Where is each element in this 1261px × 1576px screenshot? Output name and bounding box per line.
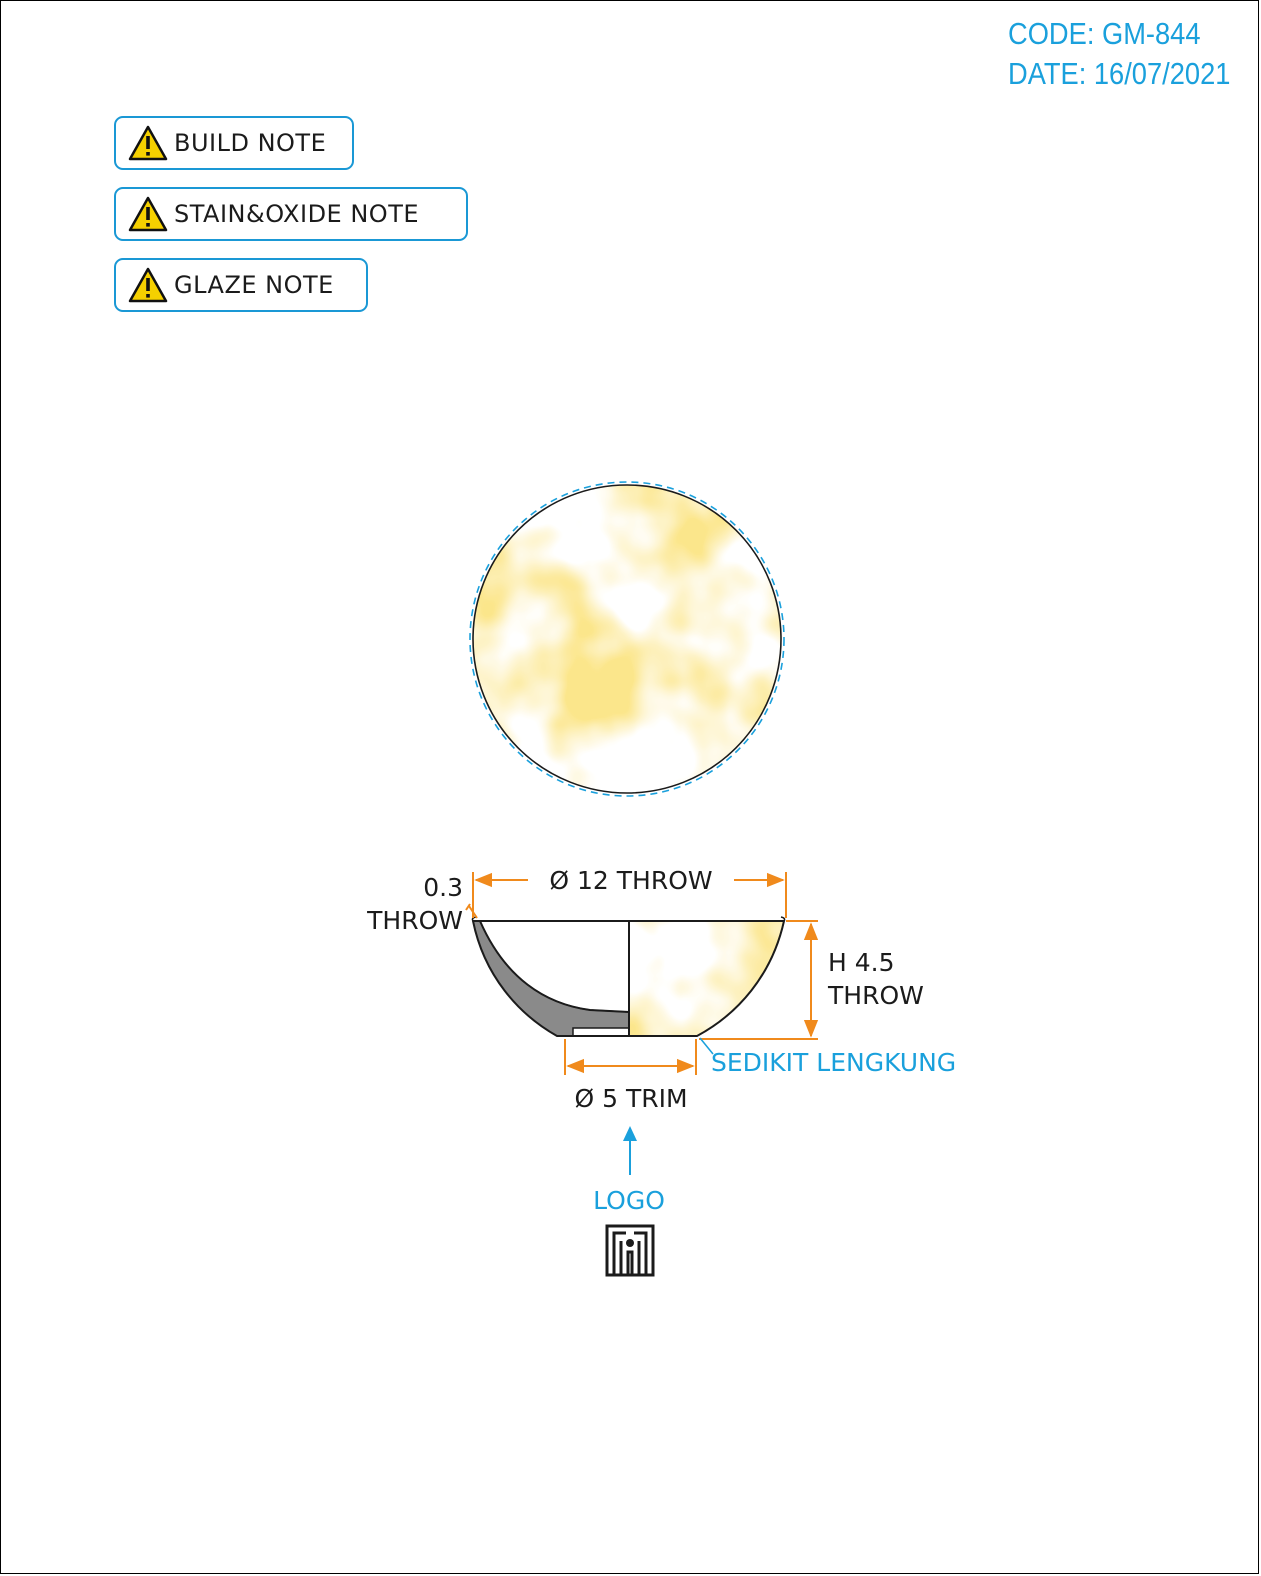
exterior-glaze-texture	[629, 921, 784, 1036]
stain-oxide-note-label: STAIN&OXIDE NOTE	[174, 200, 420, 228]
warning-icon	[128, 125, 168, 161]
build-note-button[interactable]: BUILD NOTE	[114, 116, 354, 170]
logo-label: LOGO	[593, 1186, 665, 1215]
stain-oxide-note-button[interactable]: STAIN&OXIDE NOTE	[114, 187, 468, 241]
glaze-mottle-texture	[473, 485, 781, 793]
maker-mark-icon	[605, 1224, 655, 1277]
arrow-up-icon	[623, 1126, 637, 1141]
dimension-diameter: Ø 12 THROW	[472, 866, 787, 918]
build-note-label: BUILD NOTE	[174, 129, 327, 157]
foot-label: Ø 5 TRIM	[574, 1084, 687, 1113]
glaze-note-button[interactable]: GLAZE NOTE	[114, 258, 368, 312]
product-code: CODE: GM-844	[1008, 16, 1201, 51]
diameter-label: Ø 12 THROW	[549, 866, 712, 895]
height-value: H 4.5	[828, 948, 895, 977]
foot-note-callout: SEDIKIT LENGKUNG	[699, 1037, 956, 1077]
interior-profile	[479, 920, 630, 1013]
dimension-thickness: 0.3 THROW	[366, 873, 478, 935]
height-method: THROW	[827, 981, 924, 1010]
top-view	[469, 481, 785, 797]
foot-note-label: SEDIKIT LENGKUNG	[711, 1048, 956, 1077]
glaze-note-label: GLAZE NOTE	[174, 271, 334, 299]
dimension-height: H 4.5 THROW	[699, 920, 924, 1040]
drawing-date: DATE: 16/07/2021	[1008, 56, 1231, 91]
warning-icon	[128, 196, 168, 232]
wall-section	[472, 920, 630, 1037]
outline-dashed-circle	[469, 481, 785, 797]
thickness-value: 0.3	[423, 873, 463, 902]
dimension-foot: Ø 5 TRIM	[564, 1039, 697, 1113]
header-info: CODE: GM-844 DATE: 16/07/2021	[1008, 14, 1230, 94]
foot-ring-section	[572, 1027, 630, 1037]
exterior-profile	[629, 920, 786, 1037]
top-view-rim	[472, 484, 782, 794]
thickness-method: THROW	[366, 906, 463, 935]
warning-icon	[128, 267, 168, 303]
logo-callout: LOGO	[593, 1126, 665, 1215]
side-view	[471, 916, 786, 1037]
